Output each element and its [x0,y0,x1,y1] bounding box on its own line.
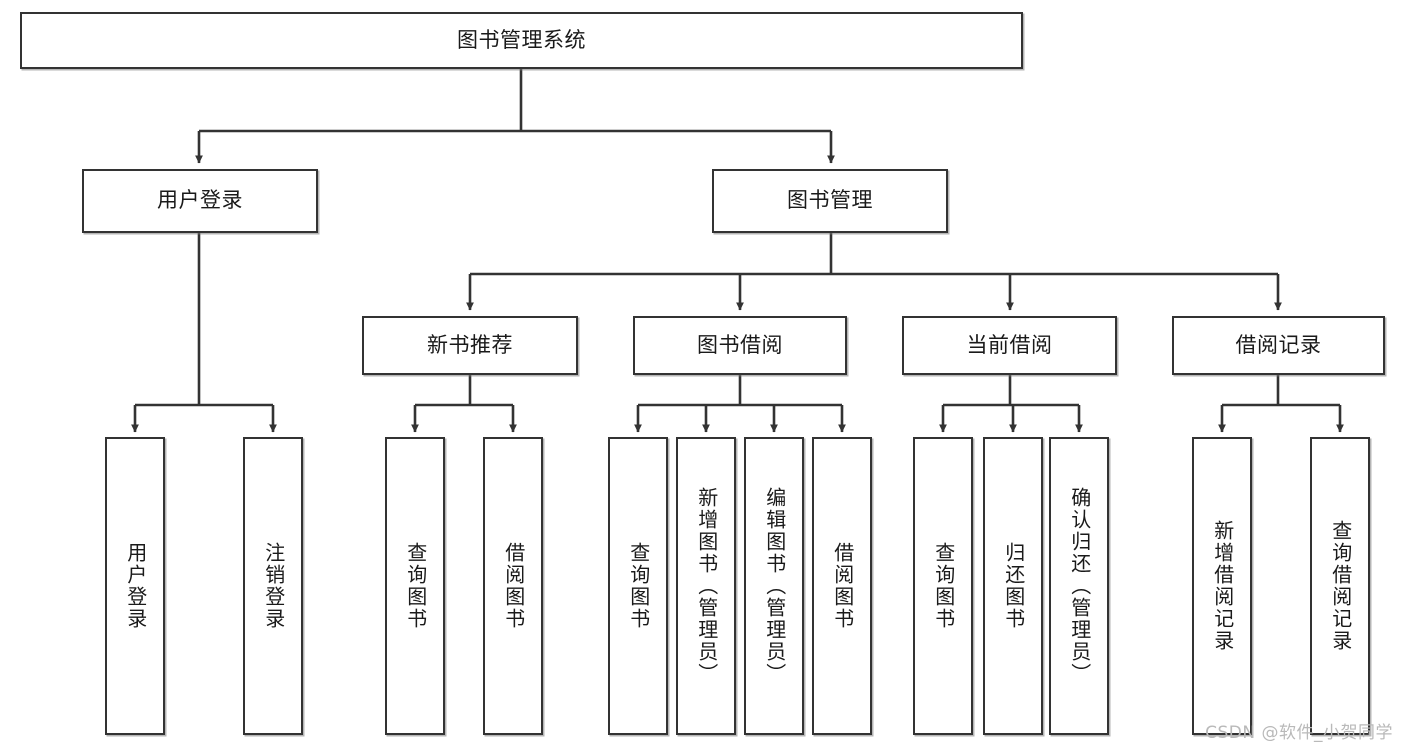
node-label: 新增图书（管理员） [694,487,719,685]
node-label: 查询图书 [626,542,651,630]
node-new-book-recommend[interactable]: 新书推荐 [362,316,578,375]
node-label: 查询借阅记录 [1328,520,1353,652]
node-label: 查询图书 [403,542,428,630]
node-label: 图书管理系统 [457,27,586,52]
node-label: 查询图书 [931,542,956,630]
leaf-user-login-signout[interactable]: 注销登录 [243,437,303,735]
leaf-current-return-book[interactable]: 归还图书 [983,437,1043,735]
leaf-new-book-search[interactable]: 查询图书 [385,437,445,735]
leaf-borrow-search-book[interactable]: 查询图书 [608,437,668,735]
node-label: 用户登录 [157,188,243,213]
leaf-current-search-book[interactable]: 查询图书 [913,437,973,735]
leaf-current-confirm-return-admin[interactable]: 确认归还（管理员） [1049,437,1109,735]
node-root-system[interactable]: 图书管理系统 [20,12,1023,69]
node-label: 图书借阅 [697,332,783,357]
node-label: 确认归还（管理员） [1067,487,1092,685]
node-label: 当前借阅 [966,332,1053,357]
node-label: 借阅图书 [830,542,855,630]
node-label: 新书推荐 [427,332,513,357]
node-user-login[interactable]: 用户登录 [82,169,318,233]
node-label: 归还图书 [1001,542,1026,630]
node-book-borrow[interactable]: 图书借阅 [633,316,847,375]
node-label: 图书管理 [787,188,873,213]
node-borrow-record[interactable]: 借阅记录 [1172,316,1385,375]
node-label: 借阅图书 [501,542,526,630]
leaf-record-add-record[interactable]: 新增借阅记录 [1192,437,1252,735]
leaf-new-book-borrow[interactable]: 借阅图书 [483,437,543,735]
node-label: 新增借阅记录 [1210,520,1235,652]
leaf-user-login-signin[interactable]: 用户登录 [105,437,165,735]
node-label: 注销登录 [261,542,286,630]
node-label: 借阅记录 [1235,332,1322,357]
leaf-borrow-add-book-admin[interactable]: 新增图书（管理员） [676,437,736,735]
node-current-borrow[interactable]: 当前借阅 [902,316,1117,375]
node-book-management[interactable]: 图书管理 [712,169,948,233]
leaf-borrow-edit-book-admin[interactable]: 编辑图书（管理员） [744,437,804,735]
node-label: 用户登录 [123,542,148,630]
leaf-borrow-borrow-book[interactable]: 借阅图书 [812,437,872,735]
leaf-record-search-record[interactable]: 查询借阅记录 [1310,437,1370,735]
node-label: 编辑图书（管理员） [762,487,787,685]
